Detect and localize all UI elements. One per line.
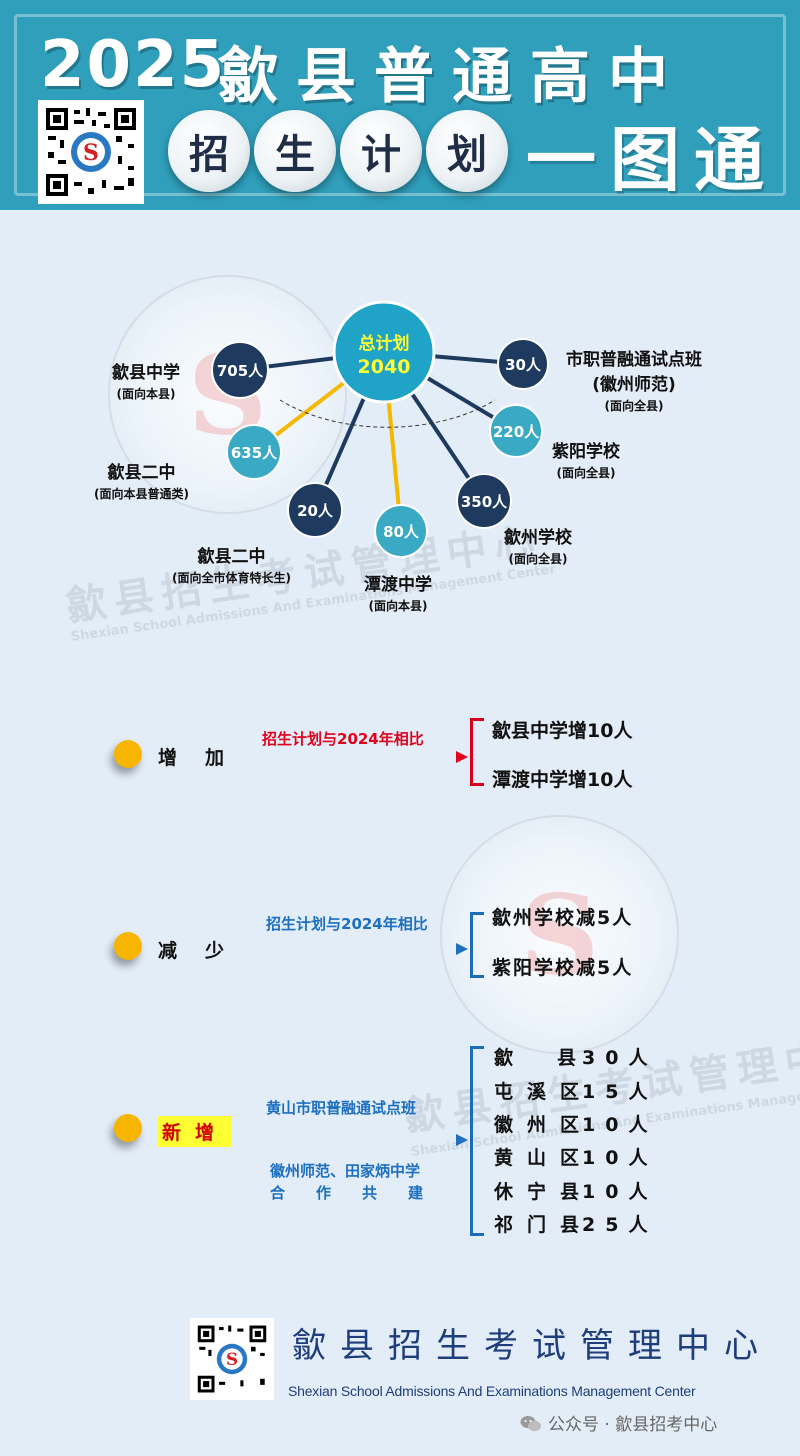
plan-node-value: 350人 [461,493,508,511]
plan-node-value: 20人 [297,502,334,520]
new-bullet-icon [114,1114,142,1142]
plan-node-circle [226,424,282,480]
plan-node-circle [374,504,428,558]
node-label-erzhong-putong: 歙县二中(面向本县普通类) [94,463,189,501]
plan-node-shezhou: 350人 [456,473,512,529]
node-label-ziyang: 紫阳学校(面向全县) [552,442,620,480]
new-note-title: 黄山市职普融通试点班 [266,1099,417,1117]
new-note-cobuild: 合作共建 [270,1184,455,1202]
decrease-result-1: 歙州学校减5人 [492,907,634,929]
plan-node-circle [489,404,543,458]
new-list-item: 休宁县10人 [494,1181,658,1203]
circle-word-1: 招 [168,110,250,192]
node-label-shezhou: 歙州学校(面向全县) [504,528,572,566]
wechat-icon [520,1416,541,1432]
new-list-item: 徽州区10人 [494,1114,658,1136]
qr-code[interactable]: S [38,100,144,204]
node-label-shexian-zhongxue: 歙县中学(面向本县) [112,363,180,401]
footer-qr-code[interactable]: S [190,1318,274,1400]
center-node-label: 总计划 [359,333,410,354]
decrease-bracket [470,912,484,978]
plan-node-value: 30人 [505,356,542,374]
new-note-partners: 徽州师范、田家炳中学 [270,1162,421,1180]
plan-node-ziyang: 220人 [489,404,543,458]
headline-title: 歙县普通高中 [218,42,686,112]
increase-arrow-icon [240,751,468,763]
plan-node-circle [456,473,512,529]
increase-bracket [470,718,484,786]
decrease-bullet-icon [114,932,142,960]
circle-word-4: 划 [426,110,508,192]
plan-node-erzhong-tiyu: 20人 [287,482,343,538]
svg-text:S: S [226,1349,238,1369]
decrease-arrow-icon [240,943,468,955]
plan-node-value: 705人 [217,362,264,380]
new-list-item: 黄山区10人 [494,1147,658,1169]
footer-org-en: Shexian School Admissions And Examinatio… [288,1383,696,1399]
increase-note: 招生计划与2024年相比 [262,730,424,748]
plan-node-value: 80人 [383,523,420,541]
increase-result-1: 歙县中学增10人 [492,720,633,742]
center-node-value: 2040 [358,356,411,378]
wechat-account[interactable]: 公众号 · 歙县招考中心 [520,1410,717,1435]
increase-bullet-icon [114,740,142,768]
plan-node-value: 635人 [231,444,278,462]
decrease-result-2: 紫阳学校减5人 [492,957,634,979]
new-label: 新增 [158,1116,233,1147]
node-label-shizhi: 市职普融通试点班(徽州师范)(面向全县) [566,350,702,413]
qr-code-icon: S [196,1324,268,1394]
circle-word-2: 生 [254,110,336,192]
qr-code-icon: S [44,106,138,198]
seal-s-logo-icon: S [519,870,600,999]
node-label-tandu: 潭渡中学(面向本县) [364,575,432,613]
wechat-account-label: 公众号 · 歙县招考中心 [548,1415,718,1435]
increase-label: 增加 [158,747,253,769]
decrease-label: 减少 [158,940,253,962]
decrease-note: 招生计划与2024年相比 [266,915,428,933]
year-title: 2025 [40,28,227,102]
new-bracket [470,1046,484,1236]
plan-node-value: 220人 [493,423,540,441]
footer-org-name: 歙县招生考试管理中心 [292,1326,772,1366]
dashed-arc [279,399,496,428]
tagline-title: 一图通 [526,118,778,201]
new-list-item: 祁门县25人 [494,1214,658,1236]
plan-nodes: 705人 635人 20人 80人 350人 220人 30人 [211,338,549,558]
header-banner: 2025 歙县普通高中 S 招 生 计 划 一图通 [0,0,800,210]
plan-node-circle [287,482,343,538]
svg-text:S: S [83,140,99,166]
plan-node-shizhi: 30人 [497,338,549,390]
center-node: 总计划 2040 [332,300,436,404]
plan-node-shexian-zhongxue: 705人 [211,341,269,399]
plan-diagram: 705人 635人 20人 80人 350人 220人 30人 总计划 2040 [211,300,549,558]
plan-node-erzhong-putong: 635人 [226,424,282,480]
node-label-erzhong-tiyu: 歙县二中(面向全市体育特长生) [172,547,291,585]
watermark-seal: S [440,815,679,1054]
new-list-item: 歙县30人 [494,1047,658,1069]
circle-word-3: 计 [340,110,422,192]
new-arrow-icon [240,1134,468,1146]
increase-result-2: 潭渡中学增10人 [492,769,633,791]
plan-node-circle [497,338,549,390]
plan-node-circle [211,341,269,399]
new-list-item: 屯溪区15人 [494,1081,658,1103]
plan-node-tandu: 80人 [374,504,428,558]
